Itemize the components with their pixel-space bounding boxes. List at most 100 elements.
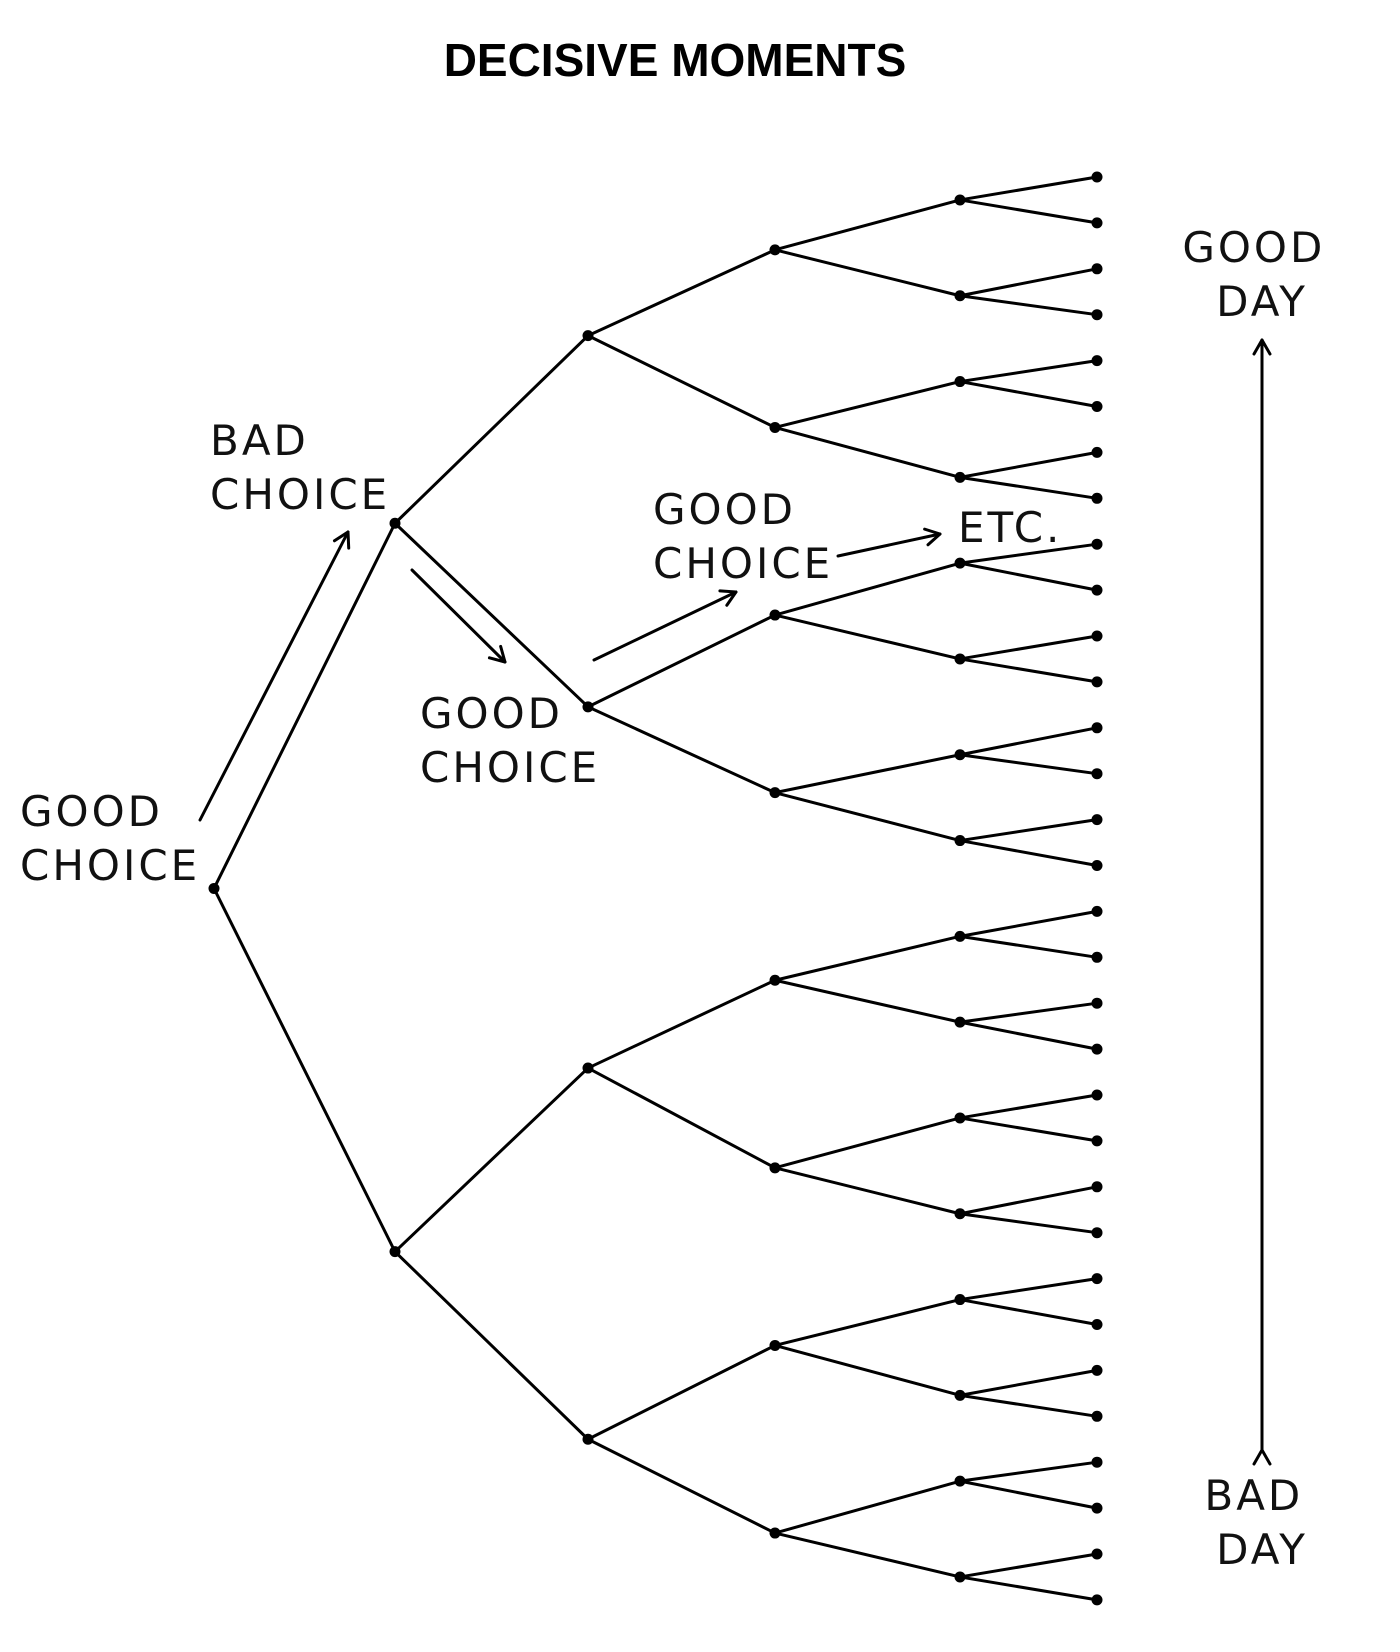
- tree-leaf-node: [1091, 814, 1103, 826]
- tree-branch: [958, 175, 1099, 202]
- bad-choice-label: BAD CHOICE: [210, 416, 390, 519]
- tree-branch: [773, 1298, 962, 1347]
- tree-leaf-node: [1091, 1594, 1103, 1606]
- tree-decision-node: [954, 653, 966, 665]
- tree-branch: [958, 1185, 1099, 1216]
- tree-branch: [958, 1479, 1099, 1510]
- tree-branch: [212, 886, 397, 1254]
- tree-branch: [958, 294, 1099, 317]
- good-choice-upper-label: GOOD CHOICE: [653, 485, 833, 588]
- tree-branch: [958, 1001, 1099, 1024]
- tree-branch: [958, 561, 1099, 592]
- tree-leaf-node: [1091, 676, 1103, 688]
- tree-branch: [958, 475, 1099, 500]
- tree-leaf-node: [1091, 538, 1103, 550]
- tree-branch: [773, 753, 962, 795]
- tree-leaf-node: [1091, 1089, 1103, 1101]
- tree-decision-node: [954, 471, 966, 483]
- tree-leaf-node: [1091, 951, 1103, 963]
- tree-decision-node: [954, 376, 966, 388]
- tree-decision-node: [389, 517, 401, 529]
- tree-decision-node: [769, 1339, 781, 1351]
- tree-branch: [958, 1093, 1099, 1120]
- tree-branch: [958, 634, 1099, 661]
- tree-decision-node: [769, 1162, 781, 1174]
- tree-decision-node: [769, 787, 781, 799]
- tree-leaf-node: [1091, 1319, 1103, 1330]
- tree-branch: [212, 521, 397, 890]
- tree-branch: [958, 818, 1099, 843]
- good-day-label: GOOD DAY: [1182, 223, 1341, 326]
- tree-decision-node: [954, 1294, 966, 1306]
- tree-branch: [958, 839, 1099, 867]
- tree-decision-node: [954, 194, 966, 206]
- tree-branch: [586, 1066, 777, 1170]
- tree-decision-node: [769, 974, 781, 986]
- tree-branch: [586, 705, 777, 795]
- tree-branch: [958, 1575, 1099, 1602]
- tree-branch: [586, 334, 777, 429]
- tree-branch: [773, 791, 962, 843]
- tree-decision-node: [954, 1571, 966, 1583]
- tree-branch: [958, 359, 1099, 384]
- tree-leaf-node: [1091, 1181, 1103, 1193]
- tree-leaf-node: [1091, 446, 1103, 458]
- tree-branch: [958, 542, 1099, 565]
- tree-decision-node: [954, 1389, 966, 1401]
- tree-branch: [586, 248, 777, 338]
- arrow-to-bad-choice: [198, 530, 351, 822]
- tree-branch: [958, 1212, 1099, 1235]
- tree-leaf-node: [1091, 1043, 1103, 1055]
- tree-branch: [393, 1250, 590, 1441]
- root-good-choice-label: GOOD CHOICE: [20, 787, 200, 890]
- tree-decision-node: [582, 1062, 594, 1074]
- tree-decision-node: [954, 1112, 966, 1124]
- tree-leaf-node: [1091, 860, 1103, 871]
- tree-branch: [773, 1343, 962, 1397]
- tree-branch: [958, 1393, 1099, 1418]
- tree-decision-node: [954, 835, 966, 847]
- tree-branch: [773, 1531, 962, 1579]
- tree-branch: [958, 1116, 1099, 1143]
- tree-branch: [586, 1437, 777, 1535]
- tree-leaf-node: [1091, 1502, 1103, 1514]
- tree-leaf-node: [1091, 401, 1103, 412]
- arrow-to-good-choice-mid: [410, 568, 507, 664]
- tree-decision-node: [769, 1527, 781, 1539]
- tree-decision-node: [769, 421, 781, 433]
- tree-branch: [958, 1298, 1099, 1326]
- tree-decision-node: [954, 930, 966, 942]
- tree-leaf-node: [1091, 355, 1103, 367]
- tree-leaf-node: [1091, 722, 1103, 734]
- tree-branch: [958, 657, 1099, 684]
- tree-branch: [773, 248, 962, 298]
- tree-branch: [586, 1343, 777, 1441]
- tree-branch: [773, 1166, 962, 1216]
- tree-leaf-node: [1091, 1456, 1103, 1468]
- tree-decision-node: [954, 1475, 966, 1487]
- tree-leaf-node: [1091, 263, 1103, 275]
- tree-decision-node: [582, 330, 594, 342]
- tree-branch: [958, 909, 1099, 938]
- tree-branch: [958, 380, 1099, 408]
- tree-branch: [958, 753, 1099, 776]
- tree-branch: [393, 334, 590, 525]
- tree-branch: [773, 380, 962, 429]
- tree-branches: [212, 175, 1099, 1602]
- tree-leaf-node: [1091, 630, 1103, 642]
- tree-leaf-node: [1091, 1410, 1103, 1422]
- tree-branch: [958, 1552, 1099, 1579]
- tree-leaf-node: [1091, 997, 1103, 1009]
- etc-label: ETC.: [958, 503, 1062, 552]
- good-choice-mid-label: GOOD CHOICE: [420, 689, 600, 792]
- tree-leaf-node: [1091, 217, 1103, 229]
- tree-decision-node: [954, 1016, 966, 1028]
- arrow-to-good-choice-upper: [592, 589, 738, 662]
- tree-nodes: [208, 171, 1103, 1606]
- tree-decision-node: [582, 701, 594, 713]
- tree-decision-node: [208, 882, 220, 894]
- tree-branch: [958, 934, 1099, 959]
- tree-leaf-node: [1091, 1548, 1103, 1560]
- tree-leaf-node: [1091, 492, 1103, 504]
